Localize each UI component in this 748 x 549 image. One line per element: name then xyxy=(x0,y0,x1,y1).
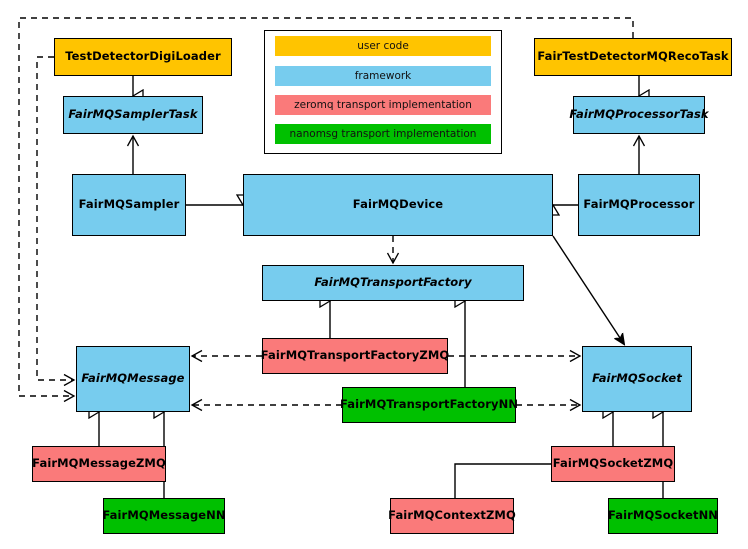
legend-item-framework: framework xyxy=(275,66,491,86)
class-node-FairMQSocket[interactable]: FairMQSocket xyxy=(582,346,692,412)
class-node-FairMQSocketNN[interactable]: FairMQSocketNN xyxy=(608,498,718,534)
class-node-label: FairMQProcessor xyxy=(583,197,695,212)
class-node-TestDetectorDigiLoader[interactable]: TestDetectorDigiLoader xyxy=(54,38,232,76)
class-node-label: FairTestDetectorMQRecoTask xyxy=(537,49,729,64)
class-node-FairMQSamplerTask[interactable]: FairMQSamplerTask xyxy=(63,96,203,134)
class-node-FairMQTransportFactory[interactable]: FairMQTransportFactory xyxy=(262,265,524,301)
class-node-label: FairMQSamplerTask xyxy=(68,107,198,122)
class-node-label: FairMQTransportFactory xyxy=(314,275,472,290)
legend-item-user-code: user code xyxy=(275,36,491,56)
class-node-label: FairMQMessage xyxy=(81,371,185,386)
class-node-label: FairMQSocket xyxy=(592,371,682,386)
legend-item-user-code-label: user code xyxy=(357,40,409,52)
class-node-label: FairMQSampler xyxy=(78,197,180,212)
class-node-FairMQProcessorTask[interactable]: FairMQProcessorTask xyxy=(569,96,709,134)
class-node-label: TestDetectorDigiLoader xyxy=(65,49,221,64)
legend-item-nanomsg-label: nanomsg transport implementation xyxy=(289,128,477,140)
class-node-FairMQProcessor[interactable]: FairMQProcessor xyxy=(578,174,700,236)
class-node-label: FairMQSocketZMQ xyxy=(552,456,674,471)
class-node-FairMQContextZMQ[interactable]: FairMQContextZMQ xyxy=(388,498,516,534)
class-node-FairMQSocketZMQ[interactable]: FairMQSocketZMQ xyxy=(551,446,675,482)
class-node-label: FairMQSocketNN xyxy=(607,508,719,523)
class-node-label: FairMQProcessorTask xyxy=(569,107,709,122)
class-node-FairMQMessageNN[interactable]: FairMQMessageNN xyxy=(102,498,226,534)
class-node-FairMQTransportFactoryZMQ[interactable]: FairMQTransportFactoryZMQ xyxy=(260,338,450,374)
class-node-FairTestDetectorMQRecoTask[interactable]: FairTestDetectorMQRecoTask xyxy=(534,38,732,76)
edge-digiloader-to-message xyxy=(36,56,76,387)
legend-item-nanomsg: nanomsg transport implementation xyxy=(275,124,491,144)
legend-item-zeromq: zeromq transport implementation xyxy=(275,95,491,115)
class-node-FairMQMessage[interactable]: FairMQMessage xyxy=(76,346,190,412)
class-node-FairMQDevice[interactable]: FairMQDevice xyxy=(243,174,553,236)
class-node-FairMQMessageZMQ[interactable]: FairMQMessageZMQ xyxy=(32,446,166,482)
legend-item-framework-label: framework xyxy=(354,70,412,82)
class-node-FairMQSampler[interactable]: FairMQSampler xyxy=(72,174,186,236)
edge-socketzmq-composes-contextzmq xyxy=(454,457,568,498)
class-node-FairMQTransportFactoryNN[interactable]: FairMQTransportFactoryNN xyxy=(339,387,519,423)
class-node-label: FairMQDevice xyxy=(352,197,444,212)
class-node-label: FairMQTransportFactoryZMQ xyxy=(260,348,450,363)
class-node-label: FairMQContextZMQ xyxy=(388,508,516,523)
legend-item-zeromq-label: zeromq transport implementation xyxy=(294,99,472,111)
class-node-label: FairMQMessageNN xyxy=(102,508,226,523)
edge-recotask-to-message xyxy=(18,17,634,403)
edge-device-to-socket xyxy=(552,235,624,344)
class-node-label: FairMQTransportFactoryNN xyxy=(339,397,519,412)
class-node-label: FairMQMessageZMQ xyxy=(32,456,166,471)
